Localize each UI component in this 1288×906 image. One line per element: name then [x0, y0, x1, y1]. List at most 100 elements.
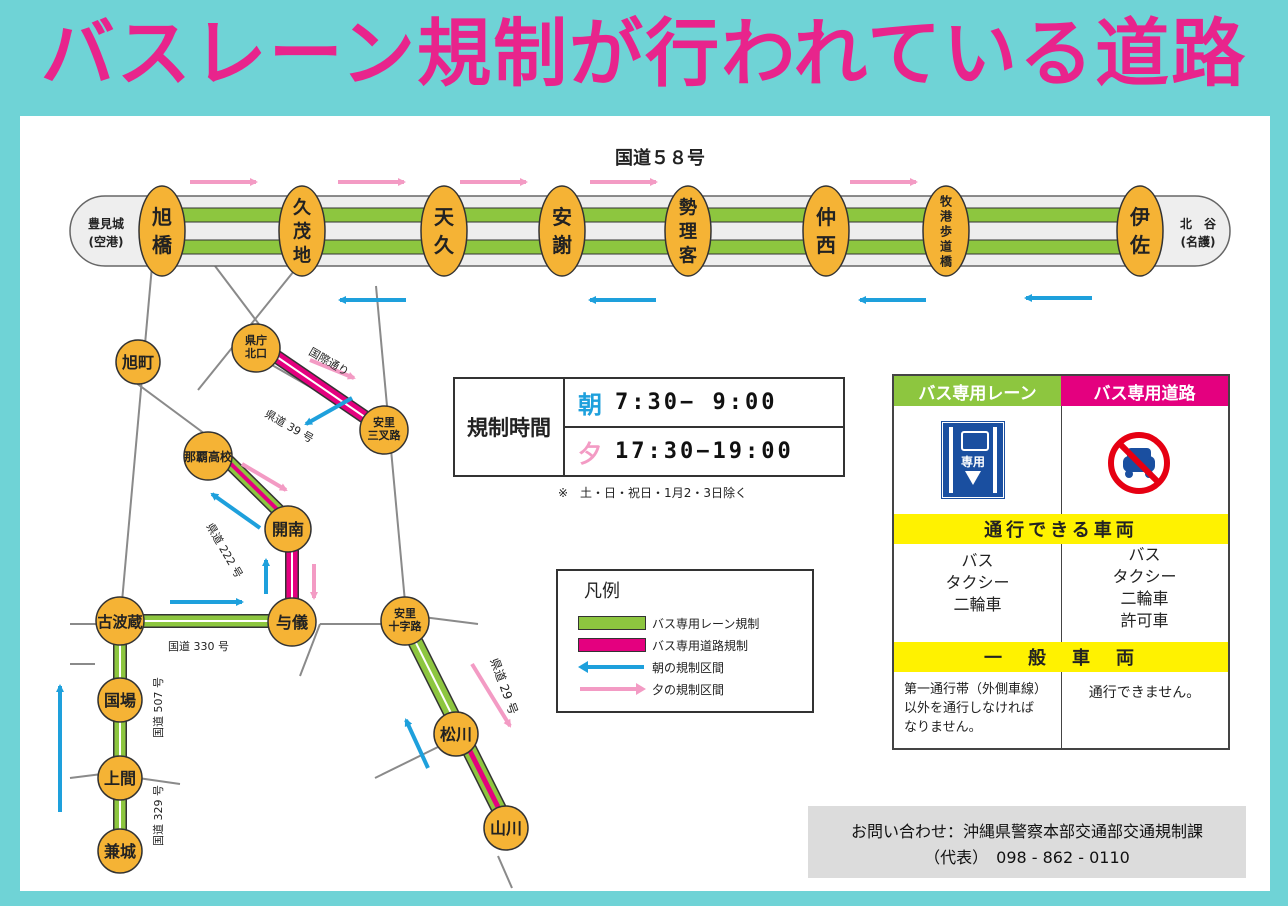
lane-allowed-item: バス [961, 551, 994, 570]
schedule-box: 規制時間 朝 7:30− 9:00 夕 17:30−19:00 [453, 377, 845, 477]
stop-kumoji-label: 久茂地 [293, 196, 312, 266]
lane-general-line: なりません。 [904, 720, 982, 735]
node-yogi[interactable] [267, 597, 317, 647]
road-general-text: 通行できません。 [1088, 685, 1201, 701]
schedule-morning-row: 朝 7:30− 9:00 [565, 379, 843, 428]
stop-kumoji[interactable] [278, 185, 326, 277]
stop-tenku-label: 天久 [434, 205, 455, 257]
node-asahimachi-label: 旭町 [121, 353, 154, 372]
arrow-left-icon [578, 661, 644, 673]
legend-label-evening: 夕の規制区間 [652, 682, 725, 697]
legend-item-morning: 朝の規制区間 [578, 659, 724, 675]
legend-swatch-green [578, 616, 646, 630]
lane-general-line: 第一通行帯（外側車線） [904, 682, 1048, 697]
road-r29-label: 県道 29 号 [487, 656, 520, 716]
node-kohagura[interactable] [95, 596, 145, 646]
page-title: バスレーン規制が行われている道路 [40, 11, 1248, 97]
stop-nakanishi-label: 仲西 [816, 205, 836, 257]
route58-end-left-line2: (空港) [89, 234, 124, 249]
schedule-evening-time: 17:30−19:00 [615, 439, 794, 464]
node-kencho-label: 県庁北口 [245, 333, 267, 360]
node-kokuba[interactable] [97, 677, 143, 723]
road-allowed-list: バス タクシー 二輪車 許可車 [1061, 544, 1228, 632]
stop-asahibashi-label: 旭橋 [151, 205, 173, 257]
node-ueema[interactable] [97, 755, 143, 801]
node-asahimachi[interactable] [115, 339, 161, 385]
node-yamakawa-label: 山川 [490, 819, 522, 838]
sign-text: 専用 [960, 455, 985, 469]
node-kohagura-label: 古波蔵 [97, 613, 142, 631]
node-asato3[interactable] [359, 405, 409, 455]
route58-road [69, 195, 1231, 267]
stop-ajya[interactable] [538, 185, 586, 277]
node-yamakawa[interactable] [483, 805, 529, 851]
lane-allowed-item: 二輪車 [953, 595, 1002, 614]
stop-serikyaku[interactable] [664, 185, 712, 277]
node-asato10[interactable] [380, 596, 430, 646]
map-panel: 国道５８号 豊見城 (空港) 北 谷 (名護) 旭橋久茂地天久安謝勢理客仲西牧港… [20, 116, 1270, 891]
node-kaneshiro[interactable] [97, 828, 143, 874]
vehicle-info-table: バス専用レーン バス専用道路 専用 通行できる車両 バス タクシー 二輪車 バス… [892, 374, 1230, 750]
road-allowed-item: 二輪車 [1120, 589, 1169, 608]
road-allowed-item: バス [1128, 545, 1161, 564]
contact-box: お問い合わせ：沖縄県警察本部交通部交通規制課 （代表） 098 - 862 - … [808, 806, 1246, 878]
lane-general-line: 以外を通行しなければ [904, 701, 1035, 716]
stop-asahibashi[interactable] [138, 185, 186, 277]
road-allowed-item: タクシー [1112, 567, 1177, 586]
node-kaneshiro-label: 兼城 [104, 842, 136, 861]
legend-item-lane: バス専用レーン規制 [578, 615, 759, 631]
node-matsukawa[interactable] [433, 711, 479, 757]
node-naha-koko[interactable] [183, 431, 233, 481]
node-kainan-label: 開南 [272, 520, 304, 539]
stop-serikyaku-label: 勢理客 [679, 196, 698, 266]
contact-line2: （代表） 098 - 862 - 0110 [924, 848, 1130, 867]
lane-allowed-item: タクシー [945, 573, 1010, 592]
route58-label: 国道５８号 [615, 147, 705, 169]
node-yogi-label: 与儀 [276, 613, 308, 632]
legend-swatch-magenta [578, 638, 646, 652]
lane-allowed-list: バス タクシー 二輪車 [894, 550, 1061, 616]
stop-nakanishi[interactable] [802, 185, 850, 277]
road-allowed-item: 許可車 [1120, 611, 1169, 630]
schedule-note: ※ 土・日・祝日・1月2・3日除く [558, 486, 747, 500]
arrow-right-icon [580, 683, 646, 695]
route58-end-left-line1: 豊見城 [88, 216, 124, 231]
schedule-morning-key: 朝 [578, 391, 602, 419]
road-r507-label: 国道 507 号 [151, 677, 165, 738]
node-kainan[interactable] [264, 505, 312, 553]
schedule-morning-time: 7:30− 9:00 [615, 390, 778, 415]
road-r330-label: 国道 330 号 [168, 639, 229, 653]
road-header: バス専用道路 [1061, 376, 1228, 406]
schedule-evening-key: 夕 [578, 440, 602, 468]
legend-label-road: バス専用道路規制 [652, 638, 749, 653]
road-r222-label: 県道 222 号 [203, 521, 246, 581]
node-kokuba-label: 国場 [104, 691, 136, 710]
bus-lane-sign-icon: 専用 [941, 421, 1005, 499]
node-matsukawa-label: 松川 [440, 725, 472, 744]
stop-makiminato-label: 牧港歩道橋 [940, 193, 953, 268]
node-asato3-label: 安里三叉路 [368, 415, 402, 442]
direction-arrows [56, 178, 1092, 812]
node-ueema-label: 上間 [104, 769, 136, 788]
schedule-label: 規制時間 [455, 379, 565, 475]
allowed-title: 通行できる車両 [894, 514, 1228, 544]
legend-label-lane: バス専用レーン規制 [652, 616, 760, 631]
route-map: 国道５８号 豊見城 (空港) 北 谷 (名護) 旭橋久茂地天久安謝勢理客仲西牧港… [56, 147, 1231, 889]
road-r39-label: 県道 39 号 [263, 406, 317, 445]
stop-ajya-label: 安謝 [552, 205, 572, 257]
legend-item-road: バス専用道路規制 [578, 637, 748, 653]
contact-line1: お問い合わせ：沖縄県警察本部交通部交通規制課 [850, 822, 1203, 841]
stop-makiminato[interactable] [922, 185, 970, 277]
general-title: 一 般 車 両 [894, 642, 1228, 672]
road-r329-label: 国道 329 号 [151, 785, 165, 846]
stop-tenku[interactable] [420, 185, 468, 277]
legend-title: 凡例 [584, 581, 620, 602]
legend: 凡例 バス専用レーン規制 バス専用道路規制 朝の規制区間 夕の規制区間 [556, 569, 814, 713]
stop-isa[interactable] [1116, 185, 1164, 277]
schedule-evening-row: 夕 17:30−19:00 [565, 428, 843, 475]
intersection-nodes: 旭町 県庁北口 安里三叉路 那覇高校 開南 古波蔵 与儀 安里十字路 国場 上間… [95, 323, 529, 874]
route58-end-right-line1: 北 谷 [1180, 216, 1217, 231]
node-kencho[interactable] [231, 323, 281, 373]
node-naha-koko-label: 那覇高校 [184, 449, 233, 464]
